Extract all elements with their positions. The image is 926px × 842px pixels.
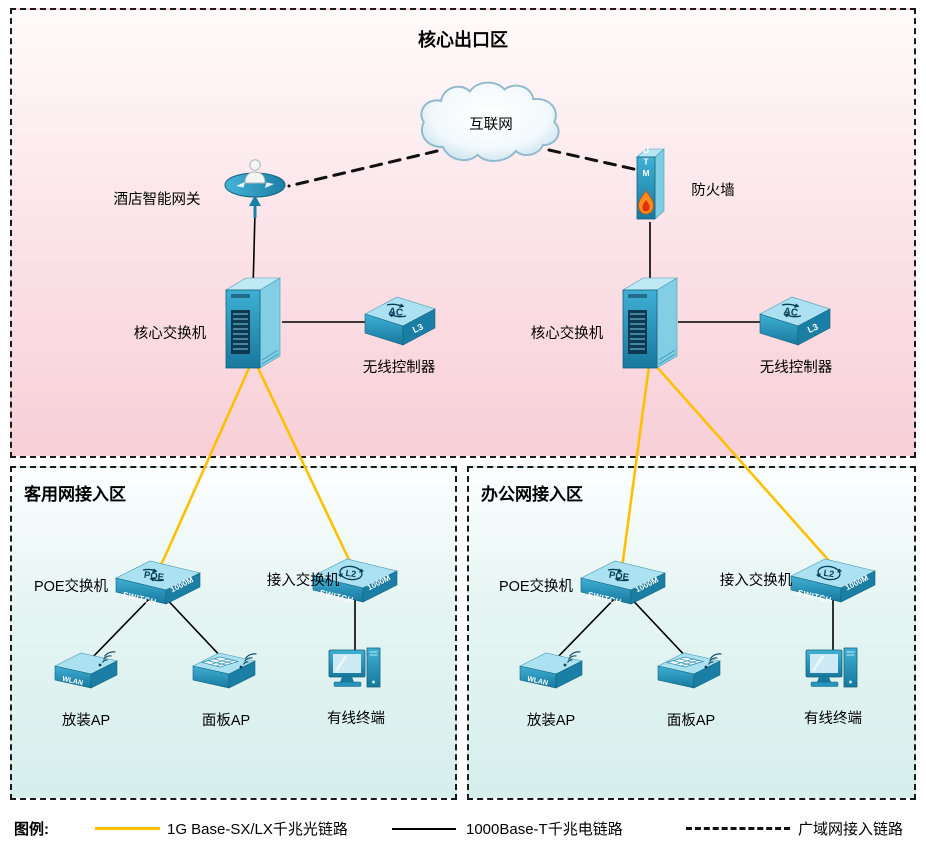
devices-layer [54,81,876,689]
ceiling-ap-guest-icon [54,651,118,689]
terminal-office-label: 有线终端 [804,711,862,727]
wireless-controller-right-icon [759,296,831,346]
firewall-label: 防火墙 [691,183,735,199]
poe-switch-guest-label: POE交换机 [33,579,109,595]
gateway-icon [223,158,287,220]
wired-terminal-office-icon [804,646,859,689]
ceiling-ap-office-icon [519,651,583,689]
legend-wan-label: 广域网接入链路 [798,821,904,838]
ceiling-ap-office-label: 放装AP [526,713,576,729]
fiber-link-coreleft-poeguest [156,365,252,573]
panel-ap-office-label: 面板AP [666,713,716,729]
access-switch-office-label: 接入交换机 [719,573,793,589]
wan-link-internet-firewall [547,148,649,174]
panel-ap-office-icon [657,652,723,689]
wan-link-internet-gateway [287,149,439,188]
copper-link-poeguest-appanel [159,591,225,661]
utm-firewall-icon [636,145,665,220]
poe-switch-guest-icon [115,560,201,608]
core-switch-left-label: 核心交换机 [133,326,207,342]
access-switch-office-icon [790,558,876,606]
poe-switch-office-label: POE交换机 [498,579,574,595]
legend-wan-line-sample [686,827,790,830]
wireless-controller-left-icon [364,296,436,346]
zone-guest-title: 客用网接入区 [24,485,126,504]
legend-copper-label: 1000Base-T千兆电链路 [466,821,623,838]
panel-ap-guest-label: 面板AP [201,713,251,729]
core-switch-left-icon [225,277,281,369]
legend-fiber-line-sample [95,827,160,830]
zone-guest-access: 客用网接入区 [10,466,457,800]
internet-label: 互联网 [469,117,513,133]
ceiling-ap-guest-label: 放装AP [61,713,111,729]
access-switch-guest-label: 接入交换机 [266,573,340,589]
copper-link-poeoffice-appanel [624,591,690,661]
ac-left-label: 无线控制器 [362,360,436,376]
legend-copper-line-sample [392,828,456,830]
legend-fiber-label: 1G Base-SX/LX千兆光链路 [167,821,348,838]
poe-switch-office-icon [580,560,666,608]
gateway-label: 酒店智能网关 [113,192,201,208]
legend: 图例: 1G Base-SX/LX千兆光链路 1000Base-T千兆电链路 广… [0,814,926,842]
zone-core-exit: 核心出口区 [10,8,916,458]
panel-ap-guest-icon [192,652,258,689]
copper-link-gateway-coreleft [252,211,256,291]
core-switch-right-icon [622,277,678,369]
core-switch-right-label: 核心交换机 [530,326,604,342]
terminal-guest-label: 有线终端 [327,711,385,727]
zone-office-access: 办公网接入区 [467,466,916,800]
fiber-link-coreright-poeoffice [620,365,651,569]
legend-title: 图例: [14,821,49,838]
zone-office-title: 办公网接入区 [481,485,583,504]
fiber-link-coreleft-l2guest [255,365,354,567]
wired-terminal-guest-icon [327,646,382,689]
ac-right-label: 无线控制器 [759,360,833,376]
zone-core-title: 核心出口区 [418,30,508,50]
fiber-link-coreright-l2office [655,365,832,564]
